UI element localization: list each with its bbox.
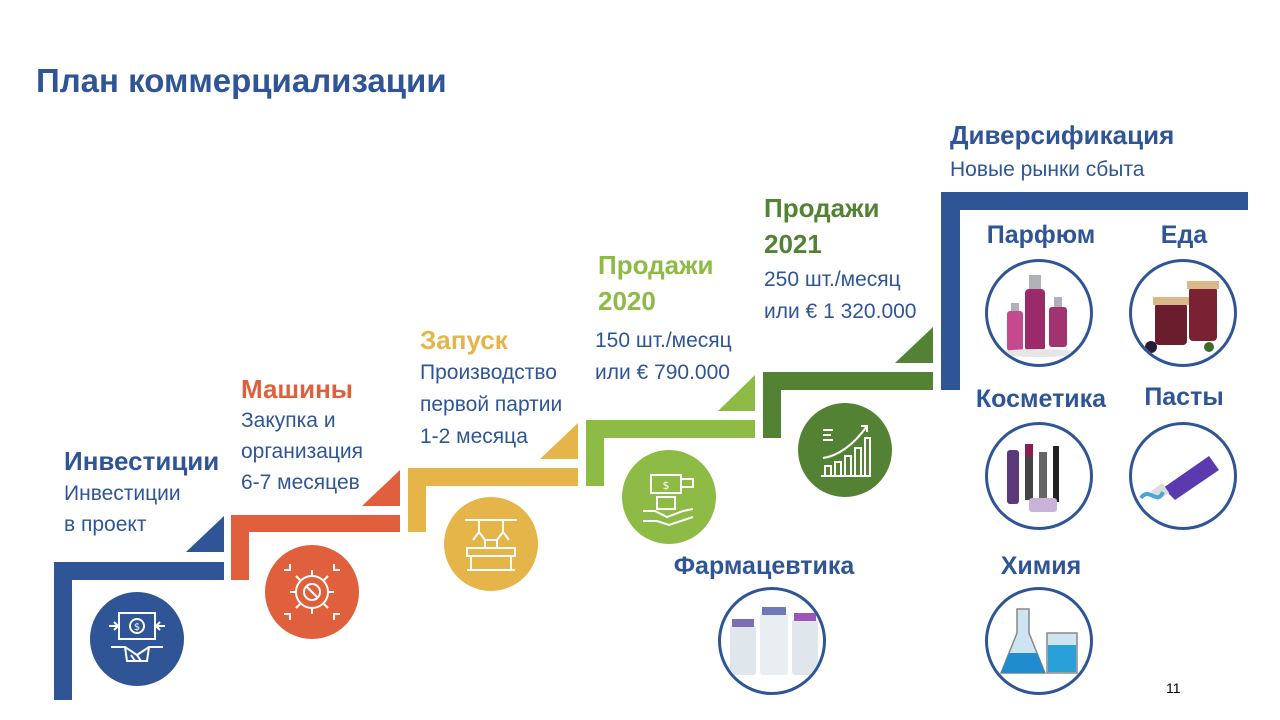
vials-icon — [718, 587, 826, 695]
step-launch-line-2: первой партии — [420, 393, 563, 416]
step-sales2020-heading-1: Продажи — [598, 250, 714, 280]
step-sales2021-heading-1: Продажи — [764, 193, 880, 223]
step-machines-heading: Машины — [241, 374, 353, 404]
page-title: План коммерциализации — [36, 62, 447, 99]
step-sales2020-heading-2: 2020 — [598, 286, 656, 316]
step-sales2021-line-2: или € 1 320.000 — [764, 300, 917, 323]
market-cosmetics-label: Косметика — [975, 385, 1107, 413]
hand-payment-icon: $ — [622, 450, 716, 544]
jam-jars-icon — [1129, 259, 1237, 367]
market-food-label: Еда — [1160, 221, 1208, 249]
step-sales2021-shape — [763, 372, 933, 438]
factory-robot-icon — [444, 497, 538, 591]
step-sales2021-heading-2: 2021 — [764, 229, 822, 259]
perfume-bottles-icon — [985, 259, 1093, 367]
step-sales2021-line-1: 250 шт./месяц — [764, 268, 901, 291]
market-chemistry-label: Химия — [1000, 552, 1082, 580]
investment-handshake-icon: $ — [90, 592, 184, 686]
step-investment-heading: Инвестиции — [64, 446, 220, 476]
step-machines-arrow — [362, 470, 400, 506]
market-pharmaceutics-label: Фармацевтика — [673, 552, 855, 580]
step-sales2020-shape — [586, 420, 755, 486]
market-perfume-label: Парфюм — [986, 221, 1096, 249]
paste-tube-icon — [1129, 422, 1237, 530]
step-sales2020-line-1: 150 шт./месяц — [595, 329, 732, 352]
diversification-heading: Диверсификация — [950, 120, 1175, 150]
step-investment-line-2: в проект — [64, 513, 147, 536]
step-investment-line-1: Инвестиции — [64, 482, 181, 505]
step-launch-shape — [408, 468, 578, 532]
step-sales2020-line-2: или € 790.000 — [595, 361, 730, 384]
step-launch-arrow — [540, 423, 578, 459]
step-investment-shape — [54, 562, 224, 700]
step-machines-line-2: организация — [241, 440, 364, 463]
step-launch-line-1: Производство — [420, 361, 557, 384]
step-sales2021-arrow — [895, 327, 933, 363]
svg-text:$: $ — [134, 622, 140, 633]
diversification-subheading: Новые рынки сбыта — [950, 158, 1145, 181]
step-investment-arrow — [186, 516, 224, 552]
step-sales2020-arrow — [718, 375, 755, 411]
lab-flasks-icon — [985, 587, 1093, 695]
page-number: 11 — [1166, 680, 1181, 696]
step-launch-line-3: 1-2 месяца — [420, 425, 528, 448]
svg-text:$: $ — [663, 479, 670, 492]
gear-wrench-icon — [265, 545, 359, 639]
cosmetics-products-icon — [985, 422, 1093, 530]
step-machines-line-1: Закупка и — [241, 409, 336, 432]
market-pastes-label: Пасты — [1144, 383, 1224, 411]
growth-chart-icon — [798, 403, 892, 497]
step-machines-line-3: 6-7 месяцев — [241, 471, 360, 494]
step-launch-heading: Запуск — [420, 325, 508, 355]
step-machines-shape — [231, 515, 400, 580]
